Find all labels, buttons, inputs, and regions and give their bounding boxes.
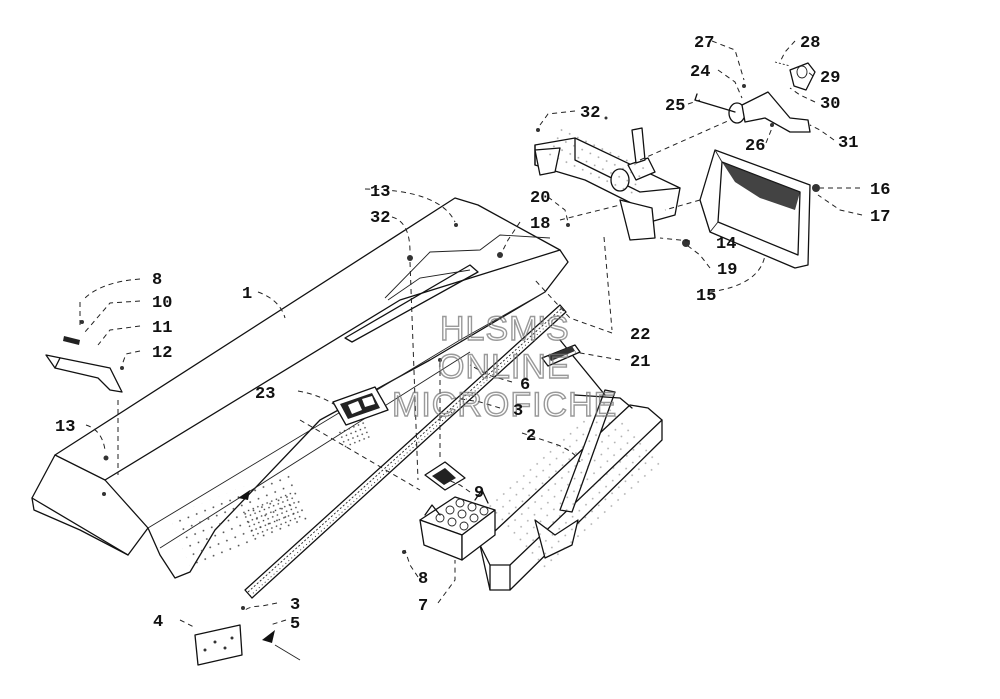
callout-3: 3 [513, 402, 523, 421]
callout-8: 8 [152, 271, 162, 290]
latch-assembly [694, 61, 816, 133]
callout-1: 1 [242, 285, 252, 304]
hood-panel [31, 197, 569, 579]
callout-29: 29 [820, 69, 840, 88]
callout-5: 5 [290, 615, 300, 634]
watermark-line-2: ONLINE [438, 348, 571, 386]
fastener-5 [262, 630, 301, 661]
callout-15: 15 [696, 287, 716, 306]
decal [332, 386, 389, 426]
callout-7: 7 [418, 597, 428, 616]
leader-lines [79, 40, 863, 629]
callout-labels: 1 2 3 3 4 5 6 7 8 8 9 10 11 12 13 13 14 … [55, 34, 890, 634]
callout-20: 20 [530, 189, 550, 208]
callout-2: 2 [526, 427, 536, 446]
step-plate [419, 489, 496, 561]
callout-16: 16 [870, 181, 890, 200]
callout-24: 24 [690, 63, 710, 82]
watermark-line-1: HLSM'S [440, 310, 570, 348]
callout-22: 22 [630, 326, 650, 345]
bracket-9 [424, 461, 466, 491]
callout-31: 31 [838, 134, 858, 153]
callout-21: 21 [630, 353, 650, 372]
callout-18: 18 [530, 215, 550, 234]
fasteners [80, 116, 820, 610]
callout-14: 14 [716, 235, 736, 254]
callout-19: 19 [717, 261, 737, 280]
callout-30: 30 [820, 95, 840, 114]
callout-23: 23 [255, 385, 275, 404]
callout-4: 4 [153, 613, 163, 632]
bumper-rail [479, 339, 665, 591]
left-bracket [45, 336, 123, 393]
callout-26: 26 [745, 137, 765, 156]
bracket-21 [541, 344, 581, 367]
callout-25: 25 [665, 97, 685, 116]
callout-9: 9 [474, 484, 484, 503]
callout-10: 10 [152, 294, 172, 313]
callout-28: 28 [800, 34, 820, 53]
callout-12: 12 [152, 344, 172, 363]
callout-13: 13 [55, 418, 75, 437]
callout-8: 8 [418, 570, 428, 589]
callout-17: 17 [870, 208, 890, 227]
callout-3: 3 [290, 596, 300, 615]
watermark-line-3: MICROFICHE [392, 386, 617, 424]
callout-11: 11 [152, 319, 172, 338]
callout-6: 6 [520, 376, 530, 395]
bracket-4 [194, 624, 243, 666]
hinge-strip [244, 304, 567, 599]
rear-frame [534, 120, 681, 241]
callout-32: 32 [580, 104, 600, 123]
callout-13: 13 [370, 183, 390, 202]
mud-flap [699, 149, 811, 269]
callout-32: 32 [370, 209, 390, 228]
watermark: HLSM'S ONLINE MICROFICHE [391, 309, 617, 424]
callout-27: 27 [694, 34, 714, 53]
